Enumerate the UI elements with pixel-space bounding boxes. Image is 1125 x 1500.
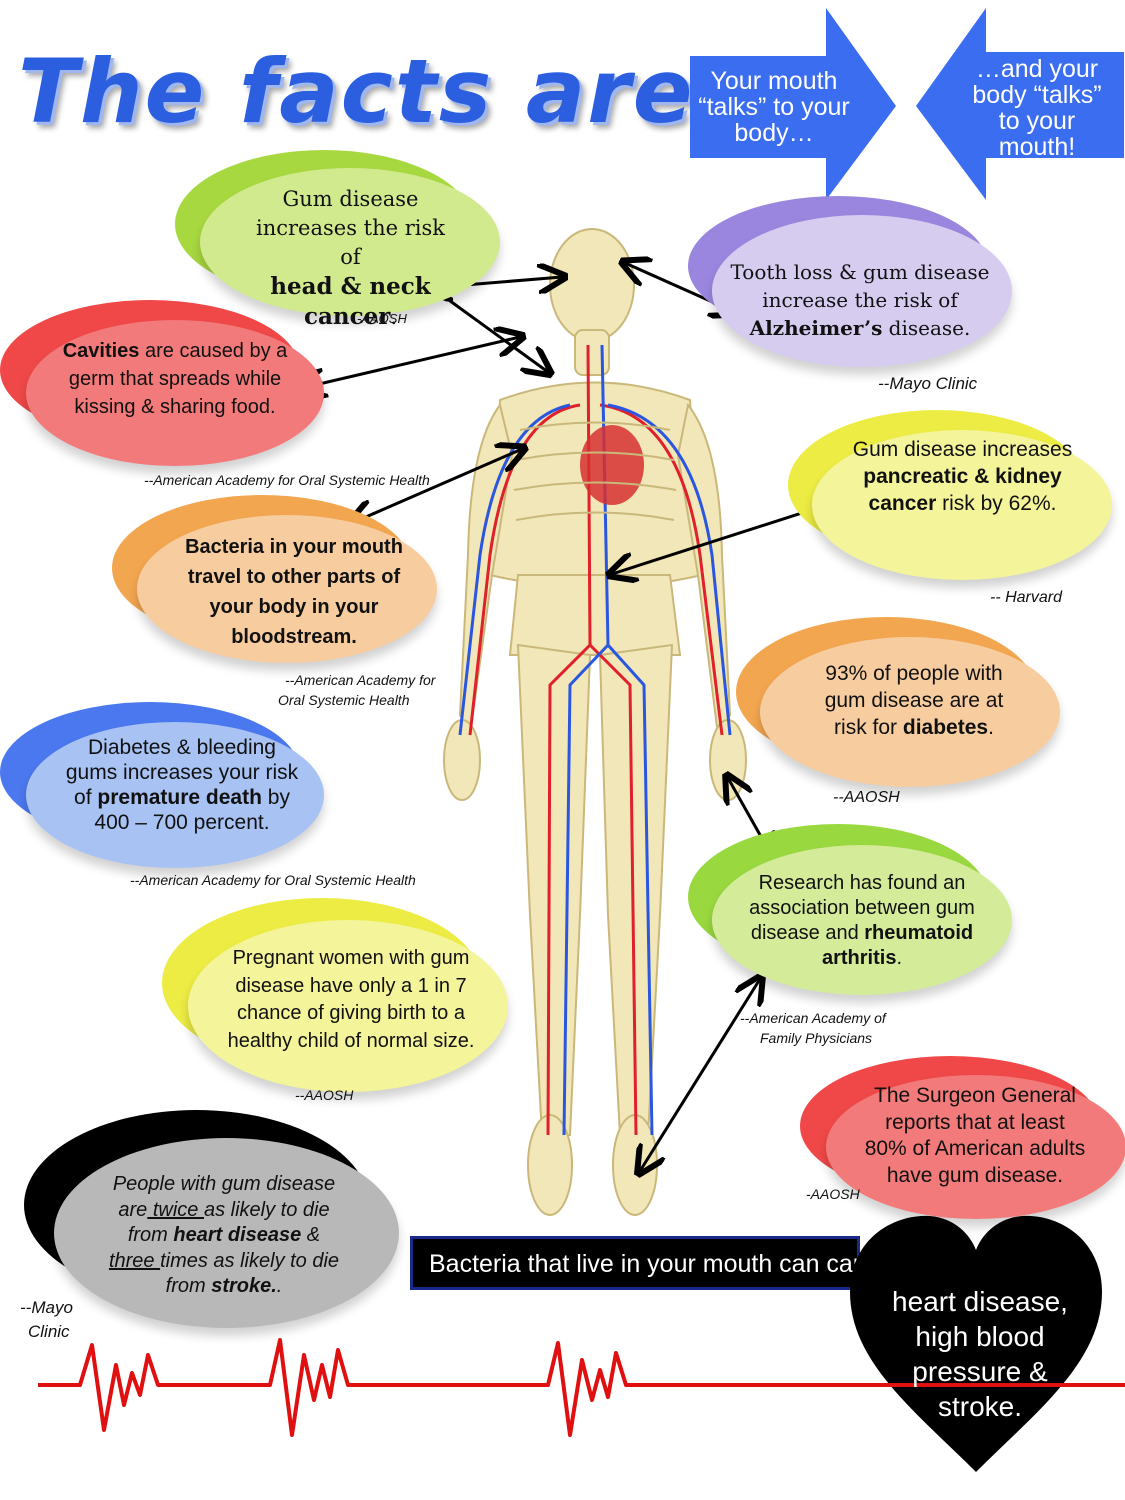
heart-text-line-3: pressure & bbox=[912, 1356, 1048, 1387]
arthritis-source-1: --American Academy of bbox=[740, 1010, 886, 1026]
mouth-to-body-arrow-shape bbox=[690, 8, 896, 200]
heart-text-line-1: heart disease, bbox=[892, 1286, 1068, 1317]
alzheimers-text: Tooth loss & gum disease increase the ri… bbox=[730, 260, 990, 340]
body-to-mouth-arrow-shape bbox=[916, 8, 1124, 200]
premature-text: Diabetes & bleeding gums increases your … bbox=[65, 736, 299, 834]
surgeon-source: -AAOSH bbox=[806, 1186, 860, 1202]
heart-stroke-source-1: --Mayo bbox=[20, 1298, 73, 1317]
page-title: The facts are… bbox=[18, 40, 785, 143]
bacteria-text: Bacteria in your mouth travel to other p… bbox=[185, 536, 403, 648]
body-to-mouth-text: …and your body “talks” to your mouth! bbox=[972, 55, 1102, 161]
bacteria-banner-text: Bacteria that live in your mouth can cau… bbox=[429, 1250, 894, 1278]
pregnant-text: Pregnant women with gum disease have onl… bbox=[227, 947, 475, 1052]
surgeon-text: The Surgeon General reports that at leas… bbox=[864, 1084, 1086, 1187]
bacteria-source-2: Oral Systemic Health bbox=[278, 692, 410, 708]
heart-text-line-4: stroke. bbox=[937, 1391, 1023, 1422]
heart-stroke-text: People with gum disease are twice as lik… bbox=[108, 1173, 340, 1297]
alzheimers-source: --Mayo Clinic bbox=[878, 374, 978, 393]
arthritis-source-2: Family Physicians bbox=[760, 1030, 873, 1046]
bacteria-source-1: --American Academy for bbox=[285, 672, 436, 688]
arthritis-text: Research has found an association betwee… bbox=[749, 872, 975, 969]
cavities-text: Cavities are caused by a germ that sprea… bbox=[62, 340, 288, 418]
mouth-to-body-text: Your mouth “talks” to your body… bbox=[698, 67, 850, 147]
heartbeat-line bbox=[38, 1338, 1125, 1437]
heart-shape bbox=[846, 1215, 1106, 1472]
pancreatic-source: -- Harvard bbox=[990, 589, 1063, 606]
diabetes93-text: 93% of people with gum disease are at ri… bbox=[824, 662, 1004, 739]
diabetes93-source: --AAOSH bbox=[833, 789, 900, 806]
premature-source: --American Academy for Oral Systemic Hea… bbox=[130, 872, 416, 888]
pregnant-source: --AAOSH bbox=[295, 1087, 354, 1103]
bacteria-banner: Bacteria that live in your mouth can cau… bbox=[410, 1236, 893, 1290]
cavities-source: --American Academy for Oral Systemic Hea… bbox=[144, 472, 430, 488]
head-neck-source: -AAOSH bbox=[357, 311, 407, 326]
heart-text: heart disease, high blood pressure & str… bbox=[860, 1284, 1100, 1424]
heart-stroke-source-2: Clinic bbox=[28, 1322, 70, 1341]
talk-arrows bbox=[690, 8, 1124, 200]
heart-text-line-2: high blood bbox=[915, 1321, 1045, 1352]
